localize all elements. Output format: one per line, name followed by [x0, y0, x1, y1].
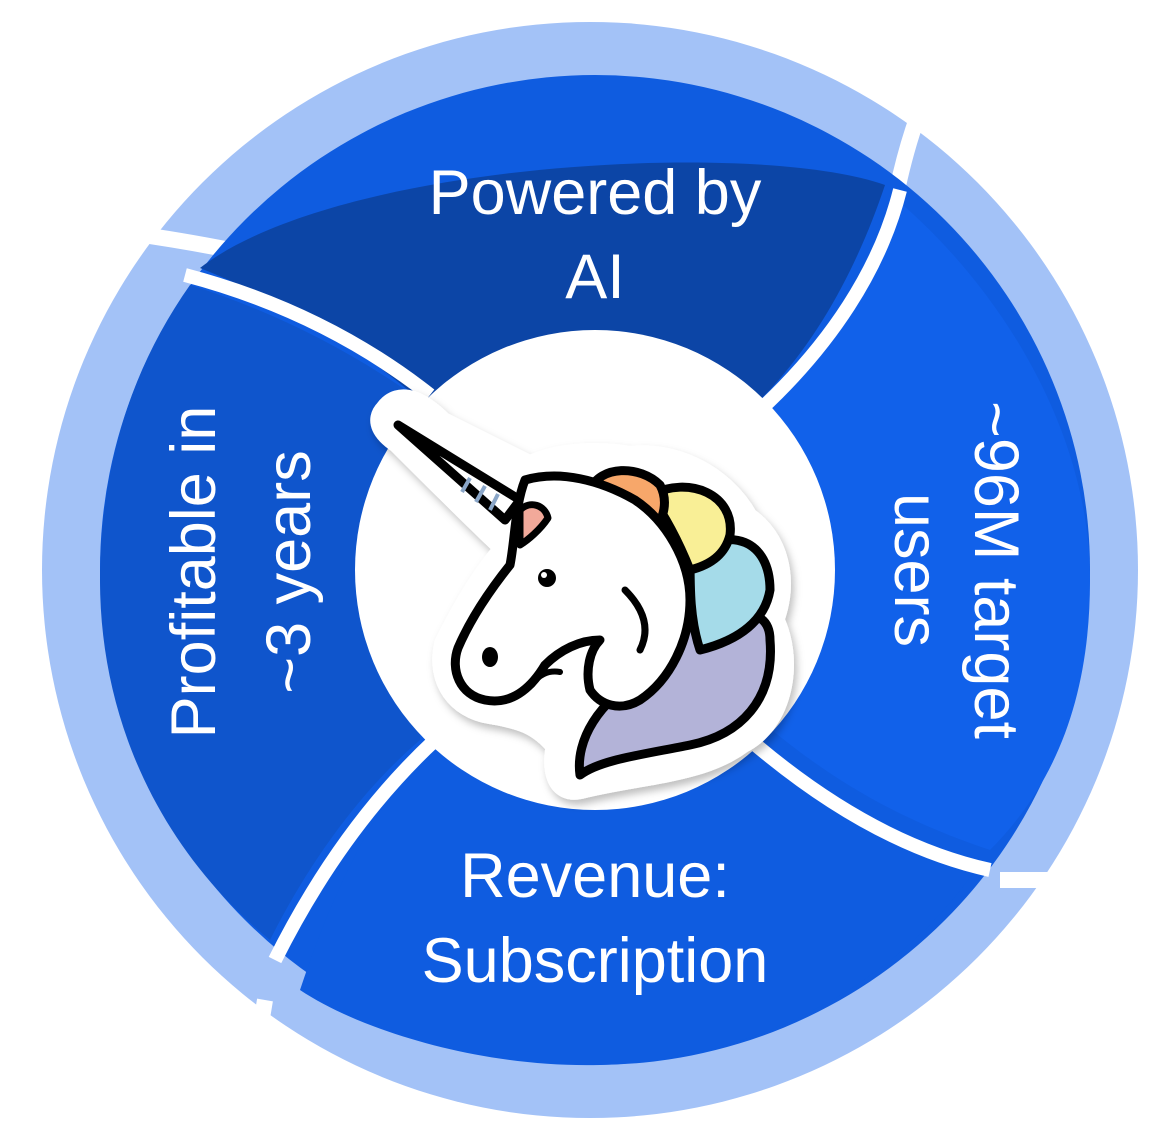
segment-left-label: Profitable in ~3 years	[159, 406, 324, 739]
segment-top-line1: Powered by	[429, 158, 762, 228]
segment-bottom-line1: Revenue:	[460, 841, 730, 911]
segment-left-line2: ~3 years	[254, 450, 324, 693]
segment-top-line2: AI	[565, 242, 625, 312]
unicorn-head	[450, 471, 695, 711]
unicorn-mouth	[529, 668, 563, 688]
segment-left-line1: Profitable in	[159, 406, 229, 739]
unicorn-horn-stripes	[460, 477, 500, 511]
unicorn-horn	[393, 420, 525, 525]
unicorn-nostril	[482, 647, 498, 667]
segment-bottom	[300, 735, 975, 1066]
segment-top-label: Powered by AI	[429, 158, 762, 312]
unicorn-icon	[370, 389, 794, 800]
segment-right	[760, 205, 1090, 850]
segment-bottom-line2: Subscription	[422, 926, 769, 996]
segment-right-line2: users	[881, 493, 951, 647]
unicorn-cheek-line	[621, 586, 649, 654]
unicorn-ear	[516, 501, 552, 549]
segment-right-label: ~96M target users	[881, 401, 1031, 739]
segment-top	[200, 162, 885, 400]
unicorn-eye-shine	[541, 572, 547, 578]
segment-left	[100, 285, 420, 940]
unicorn-eye	[538, 569, 556, 587]
unicorn-mane-yellow	[645, 482, 735, 575]
segment-right-line1: ~96M target	[961, 401, 1031, 739]
segment-separators	[183, 188, 992, 964]
segment-bottom-label: Revenue: Subscription	[422, 841, 769, 996]
